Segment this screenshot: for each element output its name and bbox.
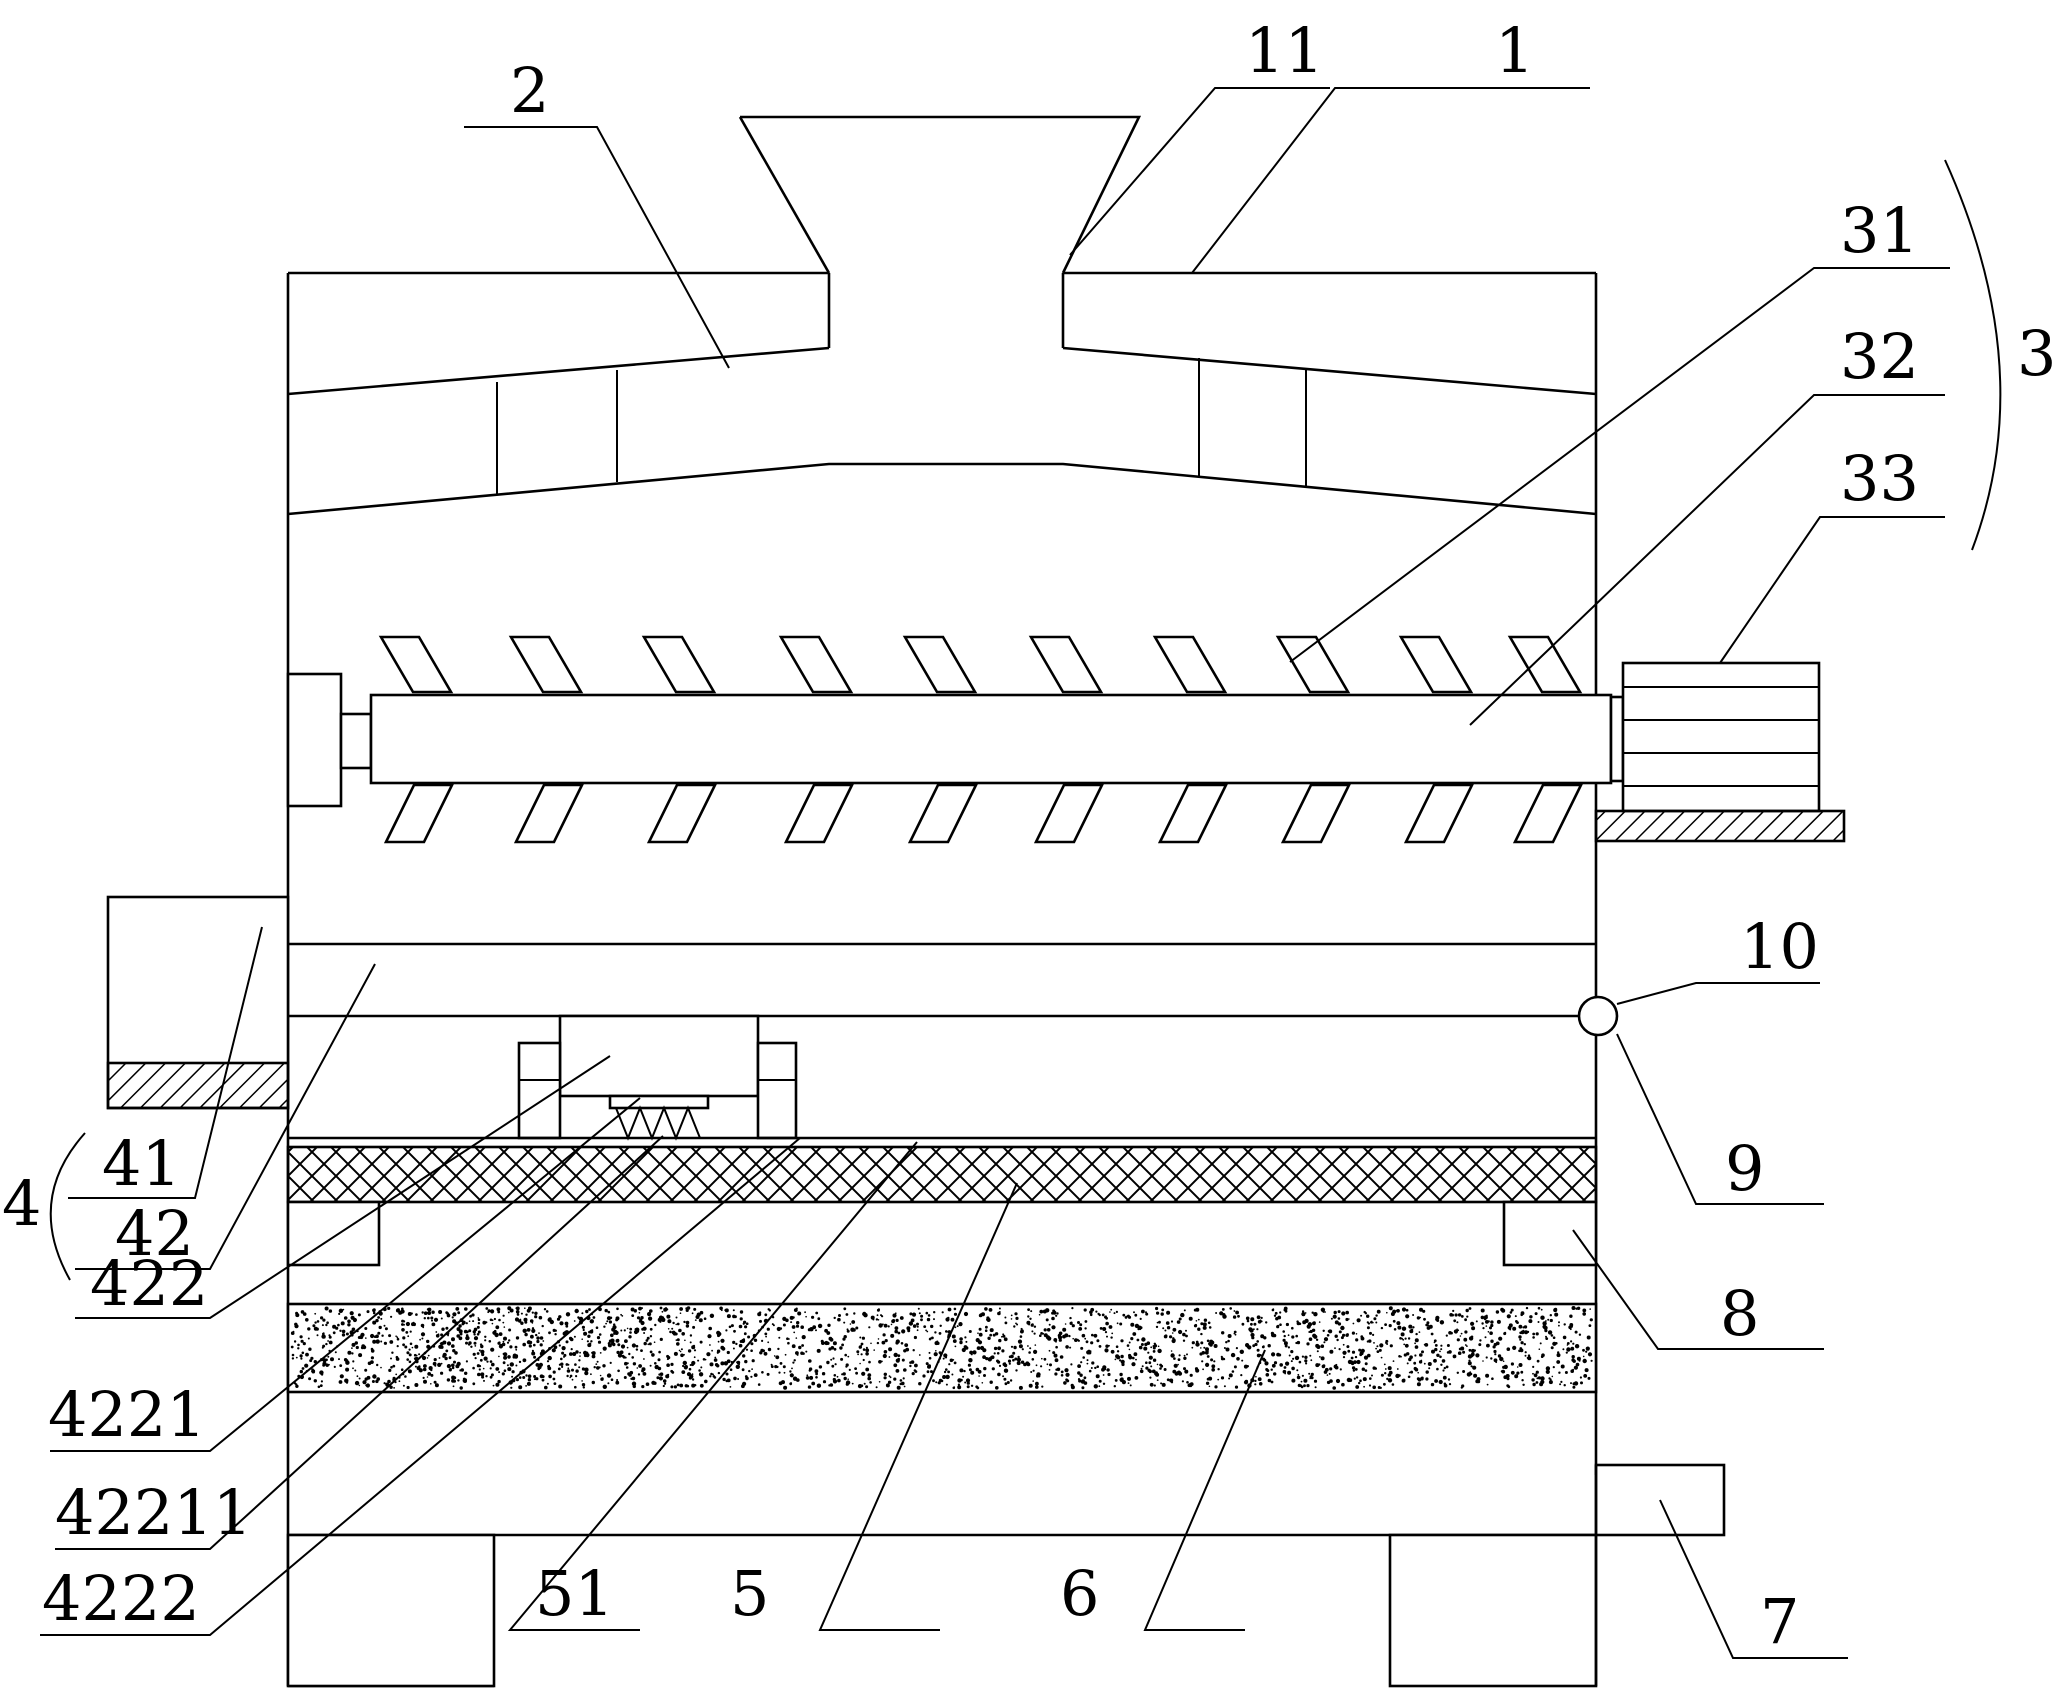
- leader-lines: [40, 87, 2002, 1659]
- label-4221: 4221: [48, 1378, 206, 1451]
- label-42: 42: [115, 1197, 194, 1270]
- spring: [615, 1105, 701, 1141]
- label-3: 3: [2017, 317, 2056, 390]
- support-block-left: [286, 1200, 381, 1267]
- filter-screen: [286, 1136, 1598, 1204]
- feed-hopper: [738, 115, 1142, 348]
- housing: [286, 271, 1598, 1688]
- sieve-plate: [288, 942, 1596, 1018]
- label-31: 31: [1840, 194, 1919, 267]
- reference-labels: 1 11 2 31 32 33 3 10 9 8 7 6 5 51 4 41 4…: [2, 14, 2056, 1658]
- motor-mount: [1594, 809, 1846, 843]
- collection-box: [106, 895, 290, 1110]
- crushing-blades-top: [378, 635, 1583, 694]
- label-42211: 42211: [55, 1476, 252, 1549]
- label-33: 33: [1840, 442, 1919, 515]
- label-6: 6: [1060, 1557, 1099, 1630]
- crushing-roller: [369, 693, 1613, 785]
- vibrating-unit: [496, 1014, 820, 1141]
- label-2: 2: [510, 54, 549, 127]
- label-4222: 4222: [42, 1562, 200, 1635]
- label-51: 51: [535, 1557, 614, 1630]
- base: [286, 1463, 1726, 1688]
- label-41: 41: [102, 1127, 181, 1200]
- support-block-right: [1502, 1200, 1598, 1267]
- label-7: 7: [1760, 1585, 1799, 1658]
- label-32: 32: [1840, 320, 1919, 393]
- label-8: 8: [1720, 1277, 1759, 1350]
- label-9: 9: [1725, 1132, 1764, 1205]
- label-11: 11: [1245, 14, 1324, 87]
- roller-end-cap: [1609, 695, 1625, 783]
- crushing-blades-bottom: [383, 783, 1584, 844]
- filter-layer: [286, 1302, 1598, 1394]
- hinge: [1577, 995, 1619, 1037]
- label-1: 1: [1495, 14, 1534, 87]
- crushing-assembly: [286, 635, 1846, 844]
- label-4: 4: [2, 1167, 41, 1240]
- label-422: 422: [90, 1247, 208, 1320]
- distribution-plate: [287, 346, 1597, 516]
- label-10: 10: [1740, 910, 1819, 983]
- shaft-coupling: [339, 712, 373, 770]
- motor: [1621, 661, 1821, 813]
- bearing-block: [286, 672, 343, 808]
- label-5: 5: [730, 1557, 769, 1630]
